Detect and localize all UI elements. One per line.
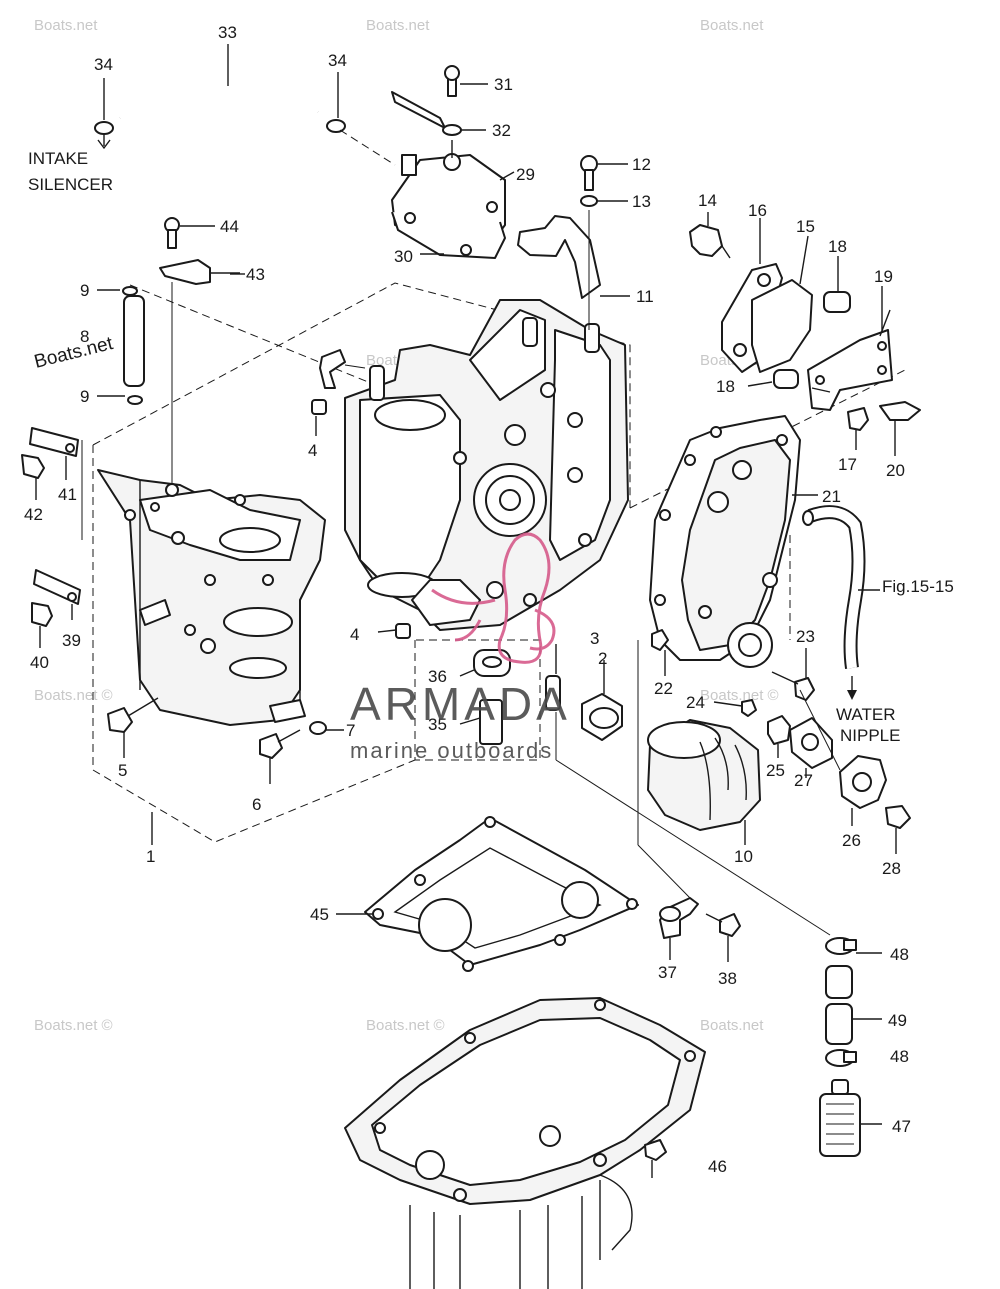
callout: 14	[698, 191, 717, 210]
callout: 45	[310, 905, 329, 924]
callout: 44	[220, 217, 239, 236]
callout: 2	[598, 649, 607, 668]
callout: 4	[308, 441, 317, 460]
callout: 48	[890, 945, 909, 964]
watermark: Boats.net ©	[700, 687, 779, 704]
callout: 23	[796, 627, 815, 646]
watermark: Boats.net	[700, 17, 764, 34]
callout: 3	[590, 629, 599, 648]
callout: 9	[80, 387, 89, 406]
parts-14-20	[689, 212, 921, 456]
callout: 32	[492, 121, 511, 140]
callout: 7	[346, 721, 355, 740]
callout: 12	[632, 155, 651, 174]
water-nipple-label: WATER	[836, 705, 896, 724]
leader-lines	[151, 273, 891, 845]
watermark: Boats.net ©	[34, 1017, 113, 1034]
hose-water	[802, 505, 880, 700]
parts-23-28	[713, 648, 911, 854]
watermark: Boats.net ©	[366, 1017, 445, 1034]
callout: 16	[748, 201, 767, 220]
fig-reference-label: Fig.15-15	[882, 577, 954, 596]
oil-filter-10	[647, 719, 761, 845]
callout: 39	[62, 631, 81, 650]
callout: 40	[30, 653, 49, 672]
callout: 49	[888, 1011, 907, 1030]
callout: 18	[828, 237, 847, 256]
callout: 17	[838, 455, 857, 474]
callouts: 1 2 3 4 4 5 6 7 8 9 9 10 11 12 13 14 15 …	[24, 23, 911, 1176]
small-parts-center	[107, 399, 831, 936]
callout: 4	[350, 625, 359, 644]
callout: 15	[796, 217, 815, 236]
plates-39-41	[21, 427, 83, 648]
callout: 27	[794, 771, 813, 790]
callout: 30	[394, 247, 413, 266]
callout: 34	[94, 55, 113, 74]
hose-33	[94, 44, 396, 166]
callout: 47	[892, 1117, 911, 1136]
callout: 21	[822, 487, 841, 506]
callout: 9	[80, 281, 89, 300]
callout: 5	[118, 761, 127, 780]
callout: 28	[882, 859, 901, 878]
bracket-43	[97, 217, 240, 490]
intake-silencer-label: SILENCER	[28, 175, 113, 194]
strainer-stack	[819, 937, 882, 1157]
callout: 48	[890, 1047, 909, 1066]
armada-logo: ARMADA marine outboards	[350, 532, 571, 763]
callout: 35	[428, 715, 447, 734]
callout: 1	[146, 847, 155, 866]
callout: 26	[842, 831, 861, 850]
callout: 43	[246, 265, 265, 284]
callout: 19	[874, 267, 893, 286]
assembly-outline	[92, 282, 906, 843]
oil-pan-46	[344, 997, 706, 1289]
callout: 11	[636, 287, 654, 306]
cylinder-block	[319, 299, 629, 631]
logo-tagline: marine outboards	[350, 738, 553, 763]
captions: INTAKE SILENCER Fig.15-15 WATER NIPPLE	[28, 133, 954, 745]
callout: 6	[252, 795, 261, 814]
callout: 13	[632, 192, 651, 211]
callout: 20	[886, 461, 905, 480]
watermark: Boats.net	[366, 17, 430, 34]
gasket-45	[336, 816, 639, 972]
callout: 31	[494, 75, 513, 94]
callout: 29	[516, 165, 535, 184]
callout: 46	[708, 1157, 727, 1176]
callout: 36	[428, 667, 447, 686]
watermark: Boats.net ©	[34, 687, 113, 704]
callout: 10	[734, 847, 753, 866]
intake-silencer-label: INTAKE	[28, 149, 88, 168]
callout: 41	[58, 485, 77, 504]
logo-brand: ARMADA	[350, 678, 571, 730]
callout: 22	[654, 679, 673, 698]
cover-29	[391, 65, 515, 259]
watermark: Boats.net	[700, 1017, 764, 1034]
callout: 42	[24, 505, 43, 524]
callout: 33	[218, 23, 237, 42]
watermark: Boats.net	[34, 17, 98, 34]
bracket-11	[517, 155, 630, 330]
callout: 24	[686, 693, 705, 712]
watermark-large: Boats.net	[32, 333, 116, 373]
callout: 18	[716, 377, 735, 396]
water-nipple-label: NIPPLE	[840, 726, 900, 745]
callout: 8	[80, 327, 89, 346]
lower-housing	[97, 469, 326, 726]
callout: 38	[718, 969, 737, 988]
callout: 25	[766, 761, 785, 780]
parts-37-38	[637, 640, 741, 962]
callout: 34	[328, 51, 347, 70]
callout: 37	[658, 963, 677, 982]
exhaust-cover-21	[649, 415, 818, 676]
